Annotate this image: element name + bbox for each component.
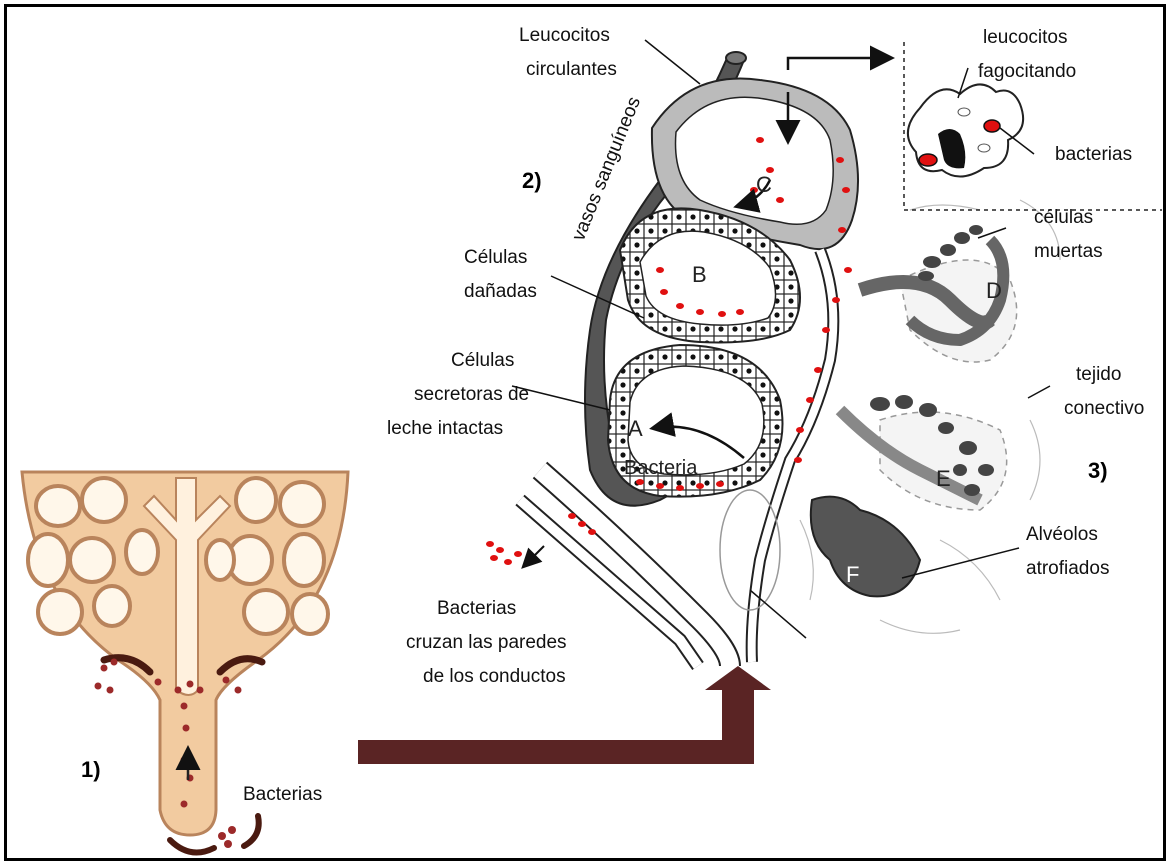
label-alveolos-atrofiados-1: Alvéolos — [1026, 524, 1098, 545]
section-label-3: 3) — [1088, 458, 1108, 483]
label-bacterias-cruzan-2: cruzan las paredes — [406, 632, 567, 653]
alveolus-letter-f: F — [846, 562, 859, 587]
alveolus-letter-b: B — [692, 262, 707, 287]
label-celulas-secretoras-2: secretoras de — [414, 384, 529, 405]
label-bacterias-teat: Bacterias — [243, 784, 322, 805]
label-celulas-muertas-2: muertas — [1034, 241, 1103, 262]
label-tejido-conectivo-1: tejido — [1076, 364, 1121, 385]
alveolus-letter-d: D — [986, 278, 1002, 303]
label-celulas-secretoras-3: leche intactas — [387, 418, 503, 439]
section-label-2: 2) — [522, 168, 542, 193]
label-celulas-muertas-1: células — [1034, 207, 1093, 228]
label-alveolos-atrofiados-2: atrofiados — [1026, 558, 1109, 579]
alveolus-letter-e: E — [936, 466, 951, 491]
section-label-1: 1) — [81, 757, 101, 782]
label-tejido-conectivo-2: conectivo — [1064, 398, 1144, 419]
label-leucocitos-circulantes-2: circulantes — [526, 59, 617, 80]
label-bacterias-inset: bacterias — [1055, 144, 1132, 165]
label-bacteria-inside: Bacteria — [624, 457, 698, 479]
label-bacterias-cruzan-3: de los conductos — [423, 666, 566, 687]
label-celulas-danadas-2: dañadas — [464, 281, 537, 302]
alveolus-letter-c: C — [756, 172, 772, 197]
label-leucocitos-circulantes-1: Leucocitos — [519, 25, 610, 46]
label-leucocitos-fagocitando-1: leucocitos — [983, 27, 1068, 48]
label-bacterias-cruzan-1: Bacterias — [437, 598, 516, 619]
alveolus-letter-a: A — [628, 416, 643, 441]
label-leucocitos-fagocitando-2: fagocitando — [978, 61, 1076, 82]
label-celulas-danadas-1: Células — [464, 247, 527, 268]
label-celulas-secretoras-1: Células — [451, 350, 514, 371]
